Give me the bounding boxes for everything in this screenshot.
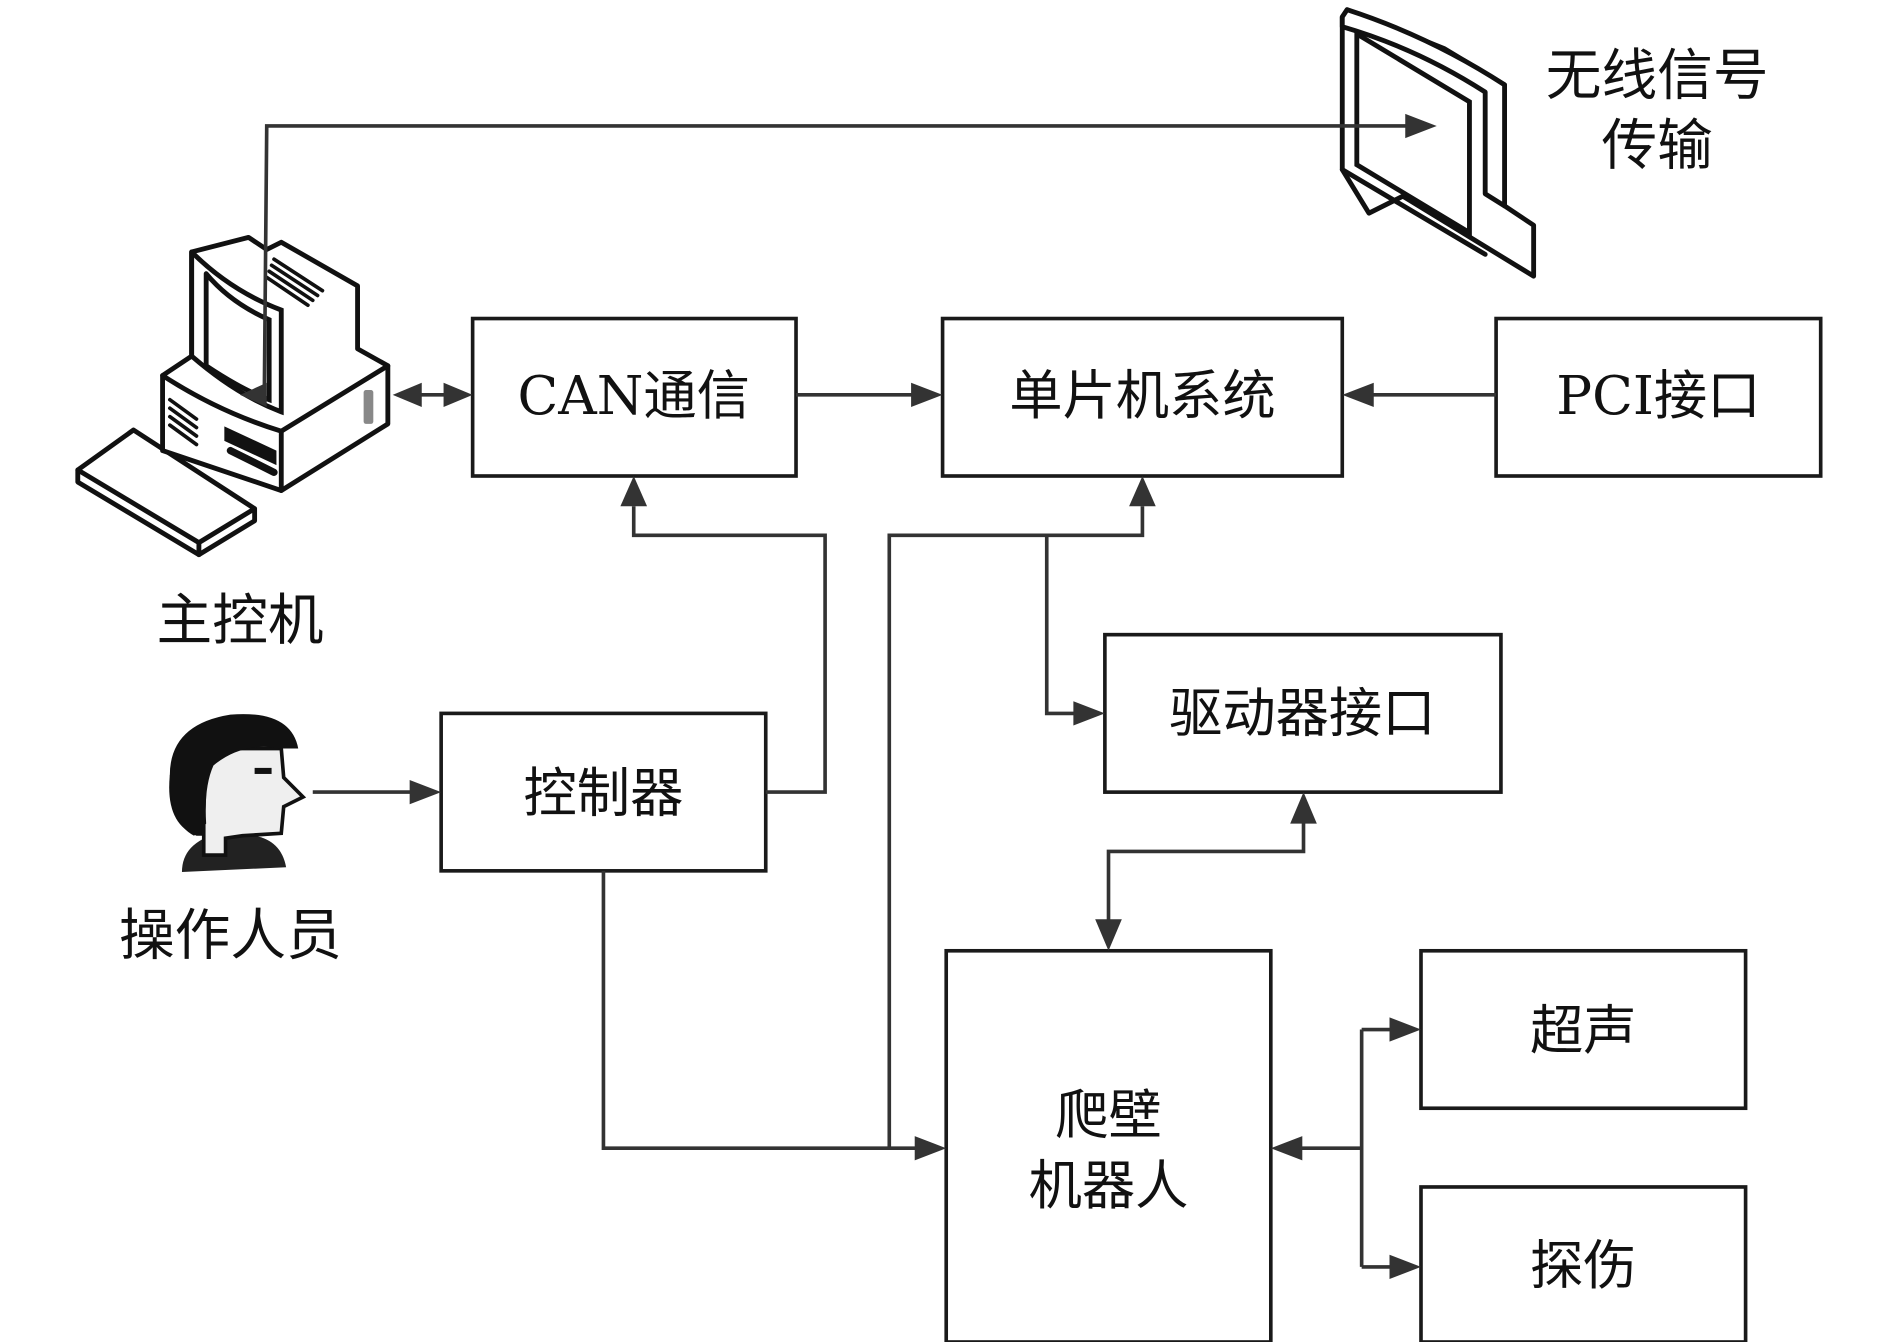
arrowhead	[1073, 701, 1105, 726]
robot-label-line2: 机器人	[1029, 1155, 1189, 1217]
arrowhead	[240, 382, 267, 407]
arrowhead	[1095, 919, 1122, 951]
arrowhead	[392, 382, 422, 407]
wireless-label-line2: 传输	[1601, 114, 1712, 179]
driver-label: 驱动器接口	[1169, 683, 1435, 745]
edge-driver-robot	[1095, 792, 1317, 951]
can-box[interactable]: CAN通信	[470, 316, 798, 478]
arrowhead	[620, 475, 648, 507]
edge-can-mcu	[796, 382, 943, 407]
arrowhead	[1389, 1254, 1421, 1280]
person-icon	[169, 714, 307, 873]
monitor-icon	[1339, 7, 1537, 279]
robot-label-line1: 爬壁	[1055, 1085, 1162, 1147]
arrowhead	[1270, 1136, 1303, 1161]
edge-controller-can	[620, 475, 827, 794]
ultrasonic-label: 超声	[1530, 1000, 1637, 1062]
mcu-box[interactable]: 单片机系统	[940, 316, 1345, 478]
arrowhead	[911, 382, 943, 407]
arrowhead	[1405, 113, 1437, 139]
edge-controller-robot	[601, 870, 947, 1161]
ultrasonic-box[interactable]: 超声	[1419, 948, 1748, 1111]
edge-pc-wireless	[240, 113, 1437, 407]
arrowhead	[914, 1136, 947, 1161]
driver-box[interactable]: 驱动器接口	[1103, 632, 1503, 794]
robot-box[interactable]: 爬壁 机器人	[944, 948, 1273, 1342]
controller-box[interactable]: 控制器	[439, 711, 768, 873]
flaw-detection-label: 探伤	[1530, 1235, 1637, 1297]
edge-operator-controller	[312, 780, 442, 805]
pci-box[interactable]: PCI接口	[1494, 316, 1823, 478]
arrowhead	[1129, 475, 1156, 507]
edge-pci-mcu	[1342, 382, 1497, 407]
wireless-label-line1: 无线信号	[1546, 43, 1769, 108]
controller-label: 控制器	[524, 762, 684, 824]
edge-sensors-robot	[1270, 1017, 1421, 1280]
arrowhead	[1342, 382, 1374, 407]
arrowhead	[409, 780, 442, 805]
edge-pc-can	[392, 382, 473, 407]
mcu-label: 单片机系统	[1009, 365, 1275, 427]
host-pc-label: 主控机	[157, 589, 324, 654]
can-label: CAN通信	[518, 365, 750, 427]
desktop-computer-icon	[75, 234, 391, 558]
pci-label: PCI接口	[1556, 365, 1760, 427]
wireless-label: 无线信号 传输	[1546, 43, 1769, 178]
arrowhead	[1290, 792, 1317, 824]
flaw-detection-box[interactable]: 探伤	[1419, 1185, 1748, 1342]
edge-mcu-driver	[1044, 535, 1105, 726]
edge-robot-mcu	[887, 475, 1156, 1149]
arrowhead	[443, 382, 473, 407]
operator-label: 操作人员	[119, 903, 342, 968]
arrowhead	[1389, 1017, 1421, 1042]
